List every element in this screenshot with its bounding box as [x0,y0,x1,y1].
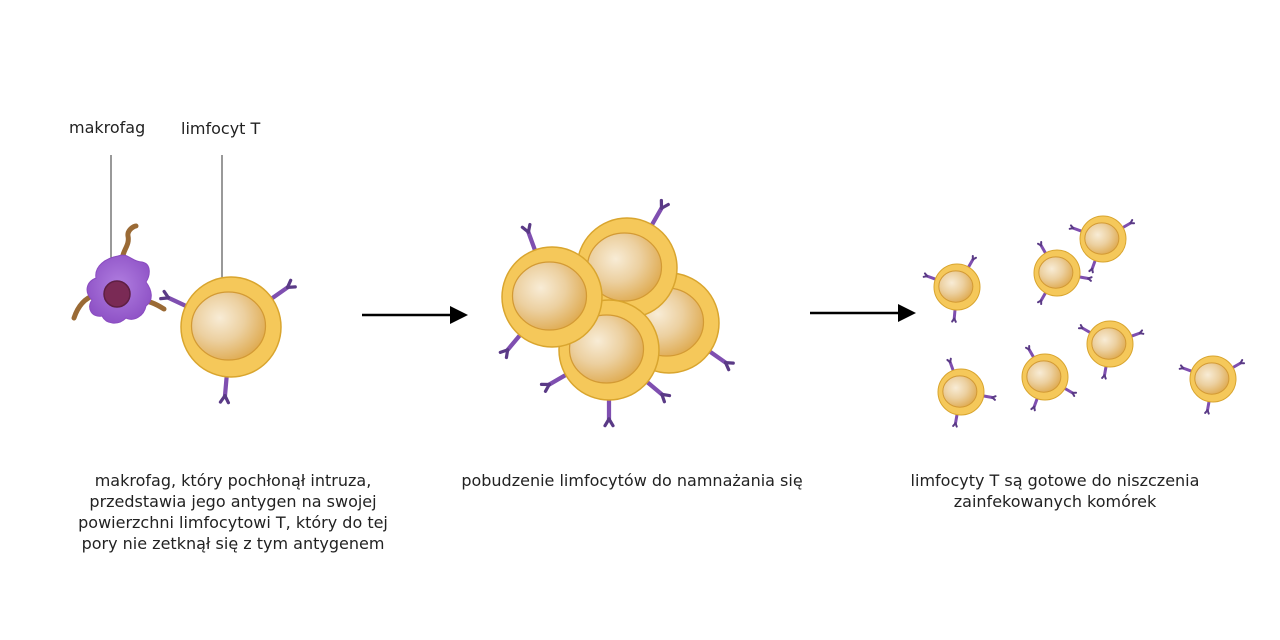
caption-step-3-line-2: zainfekowanych komórek [953,492,1157,511]
caption-step-1-line-2: przedstawia jego antygen na swojej [89,492,377,511]
cluster-cell-1-receptor-2 [498,331,524,360]
activated-t-cell-2 [1033,249,1081,297]
cluster-cell-1-receptor-1 [520,222,538,255]
caption-step-1: makrofag, który pochłonął intruza, przed… [58,470,408,554]
cluster-cell-4-receptor-1 [706,348,735,372]
cell-nucleus [1091,327,1127,360]
cell-nucleus [1084,222,1120,255]
macrophage-label: makrofag [69,118,146,137]
caption-step-1-line-1: makrofag, który pochłonął intruza, [94,471,372,490]
activated-t-cell-6 [1021,353,1069,401]
cluster-cell-1 [501,246,603,348]
cluster-cell-3-receptor-2 [643,378,672,404]
cell-nucleus [190,291,267,361]
cell-nucleus [511,261,588,331]
t-cell-receptor-1 [159,289,190,309]
t-cell-receptor-2 [268,278,297,302]
receptor-layer [159,198,1246,428]
activated-t-cell-5 [937,368,985,416]
cell-nucleus [938,270,974,303]
caption-step-1-line-3: powierzchni limfocytowi T, który do tej [78,513,388,532]
cell-nucleus [1038,256,1074,289]
cluster-cell-3-receptor-1 [539,371,570,393]
arrow-step-2 [810,304,916,322]
cell-layer [180,215,1237,416]
activated-t-cell-1 [933,263,981,311]
activated-t-cell-4 [1086,320,1134,368]
t-cell-label: limfocyt T [181,119,261,138]
caption-step-3: limfocyty T są gotowe do niszczenia zain… [880,470,1230,512]
cluster-cell-3-receptor-3 [603,395,615,428]
caption-step-3-line-1: limfocyty T są gotowe do niszczenia [910,471,1200,490]
macrophage-nucleus [103,280,131,308]
activated-t-cell-3 [1079,215,1127,263]
arrow-step-1 [362,306,468,324]
t-cell-receptor-3 [218,372,230,405]
caption-step-2: pobudzenie limfocytów do namnażania się [432,470,832,491]
cluster-cell-2-receptor-1 [648,198,670,229]
cell-nucleus [942,375,978,408]
activated-t-cell-7 [1189,355,1237,403]
caption-step-2-line-1: pobudzenie limfocytów do namnażania się [461,471,803,490]
t-cell [180,276,282,378]
cell-nucleus [1194,362,1230,395]
macrophage [71,223,167,324]
cell-nucleus [1026,360,1062,393]
caption-step-1-line-4: pory nie zetknął się z tym antygenem [81,534,385,553]
